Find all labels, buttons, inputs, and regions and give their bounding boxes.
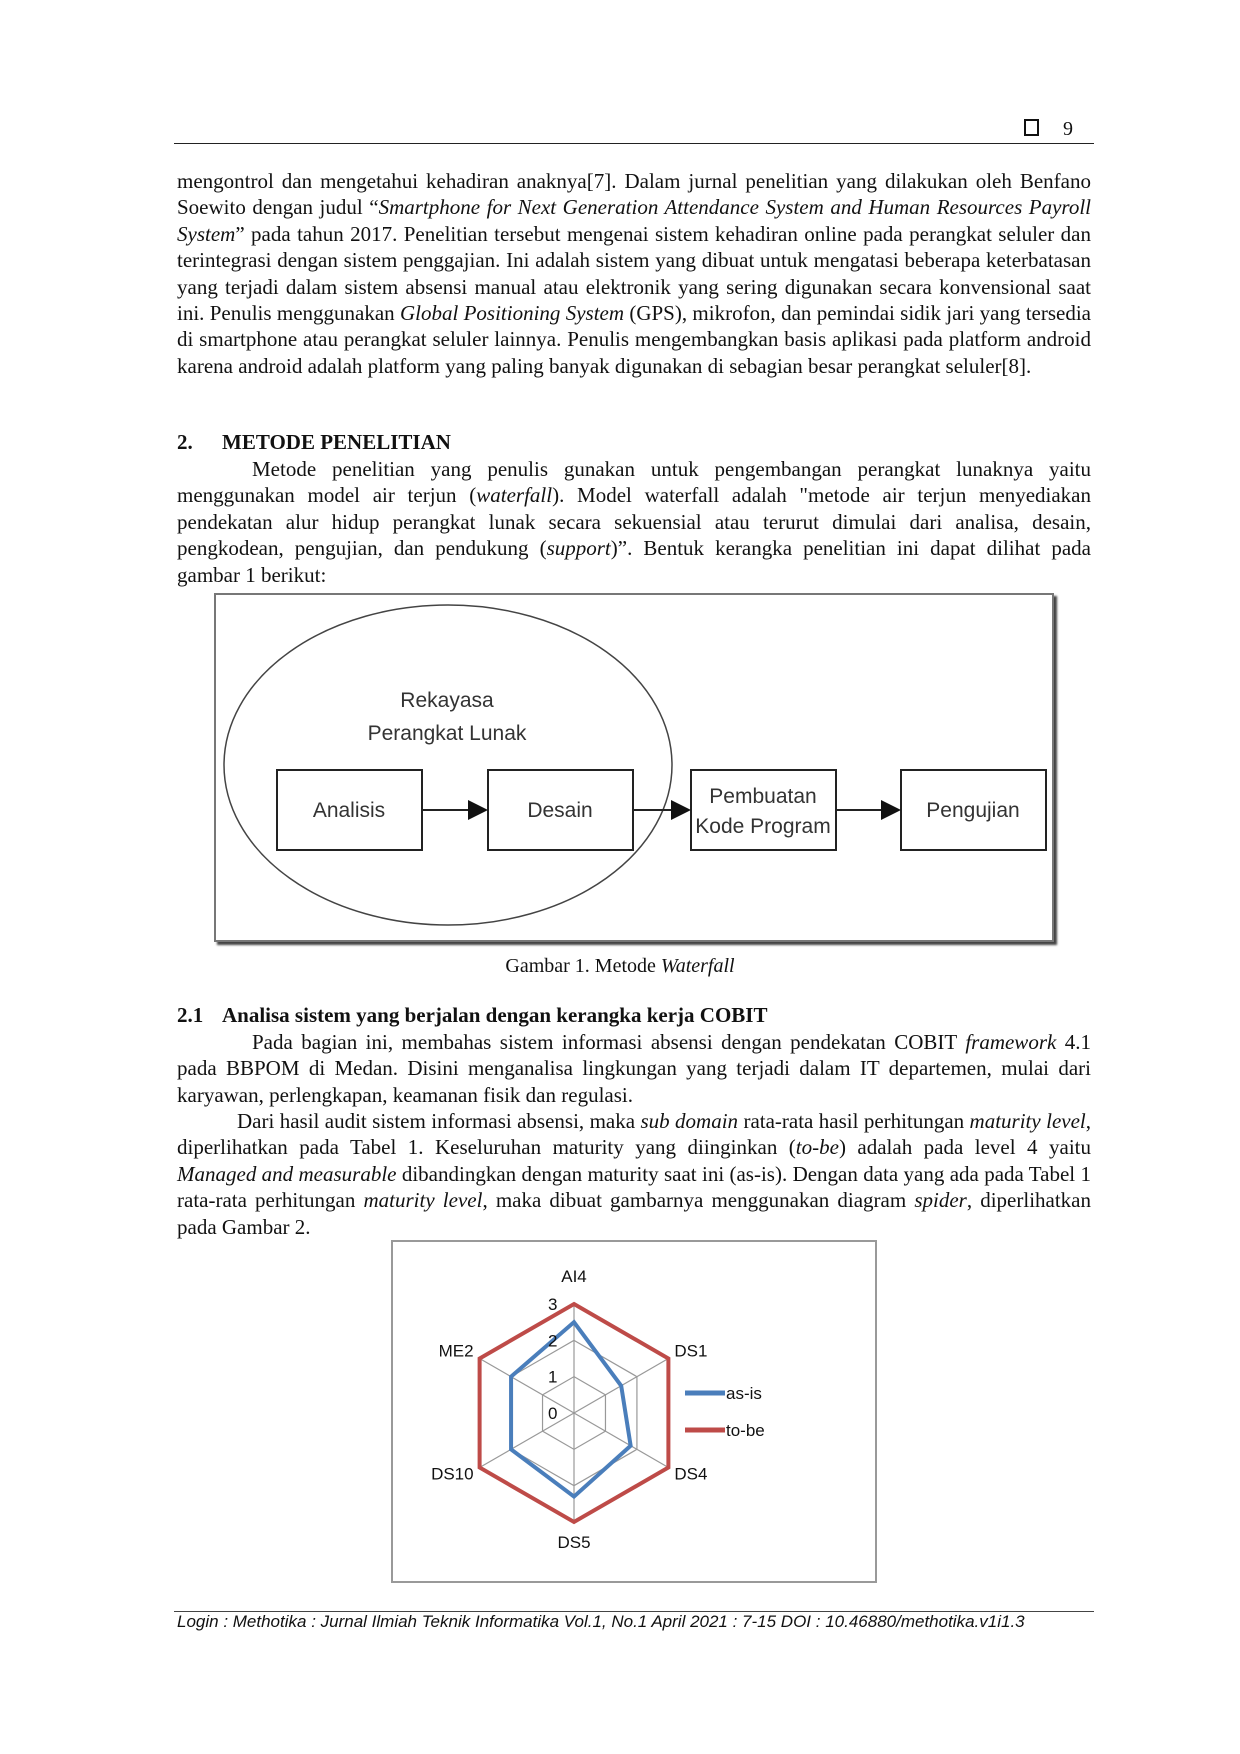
grid-spoke bbox=[479, 1412, 575, 1469]
text-run: rata-rata hasil perhitungan bbox=[738, 1109, 970, 1133]
text-run: Global Positioning System bbox=[399, 301, 625, 326]
axis-label-DS4: DS4 bbox=[674, 1465, 707, 1484]
series-to-be bbox=[477, 1301, 671, 1525]
text-run: maturity level bbox=[363, 1188, 483, 1213]
step-desain: Desain bbox=[487, 769, 634, 851]
heading-title: Analisa sistem yang berjalan dengan kera… bbox=[222, 1003, 768, 1027]
text-run: ). Model waterfall adalah "metode air te… bbox=[177, 483, 1091, 561]
grid-spoke bbox=[479, 1357, 575, 1414]
paragraph-intro: mengontrol dan mengetahui kehadiran anak… bbox=[177, 168, 1091, 379]
tick-label: 3 bbox=[548, 1295, 557, 1314]
axis-label-ME2: ME2 bbox=[439, 1342, 474, 1361]
text-run: Pada bagian ini, membahas sistem informa… bbox=[252, 1030, 966, 1054]
header-rule bbox=[174, 143, 1094, 144]
text-run: framework bbox=[965, 1030, 1057, 1054]
text-run: mengontrol dan mengetahui kehadiran anak… bbox=[177, 169, 1091, 220]
svg-text:Analisis: Analisis bbox=[313, 799, 385, 822]
text-run: )”. Bentuk kerangka penelitian ini dapat… bbox=[177, 536, 1091, 587]
page-number: 9 bbox=[1024, 118, 1073, 141]
paragraph-cobit: Pada bagian ini, membahas sistem informa… bbox=[177, 1029, 1091, 1108]
axis-label-DS10: DS10 bbox=[431, 1465, 474, 1484]
grid-spoke bbox=[573, 1412, 669, 1469]
text-run: to-be bbox=[795, 1135, 839, 1160]
heading-title: METODE PENELITIAN bbox=[222, 430, 451, 454]
figure-waterfall: Rekayasa Perangkat Lunak Analisis Desain… bbox=[214, 593, 1054, 942]
figure1-caption: Gambar 1. Metode Waterfall bbox=[0, 955, 1240, 978]
scope-ellipse bbox=[223, 604, 673, 926]
text-run: spider bbox=[914, 1188, 967, 1213]
text-run: 4.1 pada BBPOM di Medan. Disini menganal… bbox=[177, 1030, 1092, 1107]
text-run: , diperlihatkan pada Tabel 1. Keseluruha… bbox=[177, 1109, 1091, 1160]
text-run: Managed and measurable bbox=[177, 1161, 397, 1186]
group-label: Perangkat Lunak bbox=[368, 722, 527, 745]
caption-italic: Waterfall bbox=[660, 955, 735, 977]
step-pengujian: Pengujian bbox=[900, 769, 1047, 851]
text-run: maturity level bbox=[969, 1109, 1086, 1133]
section-heading-2-1: 2.1 Analisa sistem yang berjalan dengan k… bbox=[177, 1003, 767, 1028]
axis-label-AI4: AI4 bbox=[561, 1267, 587, 1286]
legend-label: to-be bbox=[726, 1421, 765, 1440]
heading-number: 2.1 bbox=[177, 1003, 204, 1027]
tick-label: 2 bbox=[548, 1331, 557, 1350]
text-run: dibandingkan dengan maturity saat ini (a… bbox=[177, 1161, 1091, 1213]
step-analisis: Analisis bbox=[276, 769, 423, 851]
axis-label-DS1: DS1 bbox=[674, 1342, 707, 1361]
page-number-text: 9 bbox=[1063, 118, 1073, 140]
paragraph-audit: Dari hasil audit sistem informasi absens… bbox=[177, 1108, 1091, 1240]
caption-text: Gambar 1. Metode bbox=[505, 955, 661, 977]
svg-text:Desain: Desain bbox=[527, 799, 592, 822]
tick-label: 1 bbox=[548, 1368, 557, 1387]
svg-text:Kode Program: Kode Program bbox=[695, 815, 830, 838]
text-run: Dari hasil audit sistem informasi absens… bbox=[237, 1109, 641, 1133]
text-run: Smartphone for Next Generation Attendanc… bbox=[177, 195, 1091, 246]
paragraph-method: Metode penelitian yang penulis gunakan u… bbox=[177, 456, 1091, 588]
footer-rule bbox=[174, 1611, 1094, 1612]
legend-label: as-is bbox=[726, 1384, 762, 1403]
text-run: ) adalah pada level 4 yaitu bbox=[838, 1135, 1092, 1160]
text-run: Metode penelitian yang penulis gunakan u… bbox=[177, 457, 1091, 508]
square-icon bbox=[1024, 119, 1039, 136]
footer-citation: Login : Methotika : Jurnal Ilmiah Teknik… bbox=[177, 1612, 1025, 1631]
text-run: waterfall bbox=[476, 483, 553, 508]
tick-label: 0 bbox=[548, 1404, 557, 1423]
text-run: , maka dibuat gambarnya menggunakan diag… bbox=[482, 1188, 915, 1213]
text-run: support bbox=[546, 536, 611, 561]
series-as-is bbox=[509, 1319, 633, 1500]
group-label: Rekayasa bbox=[400, 689, 494, 712]
text-run: , diperlihatkan pada Gambar 2. bbox=[177, 1188, 1092, 1239]
axis-label-DS5: DS5 bbox=[557, 1533, 590, 1552]
text-run: sub domain bbox=[640, 1109, 739, 1133]
svg-text:Pembuatan: Pembuatan bbox=[709, 785, 816, 808]
text-run: ” pada tahun 2017. Penelitian tersebut m… bbox=[177, 221, 1091, 326]
heading-number: 2. bbox=[177, 430, 193, 454]
text-run: (GPS), mikrofon, dan pemindai sidik jari… bbox=[177, 301, 1091, 378]
svg-text:Pengujian: Pengujian bbox=[926, 799, 1019, 822]
section-heading-2: 2. METODE PENELITIAN bbox=[177, 430, 451, 455]
